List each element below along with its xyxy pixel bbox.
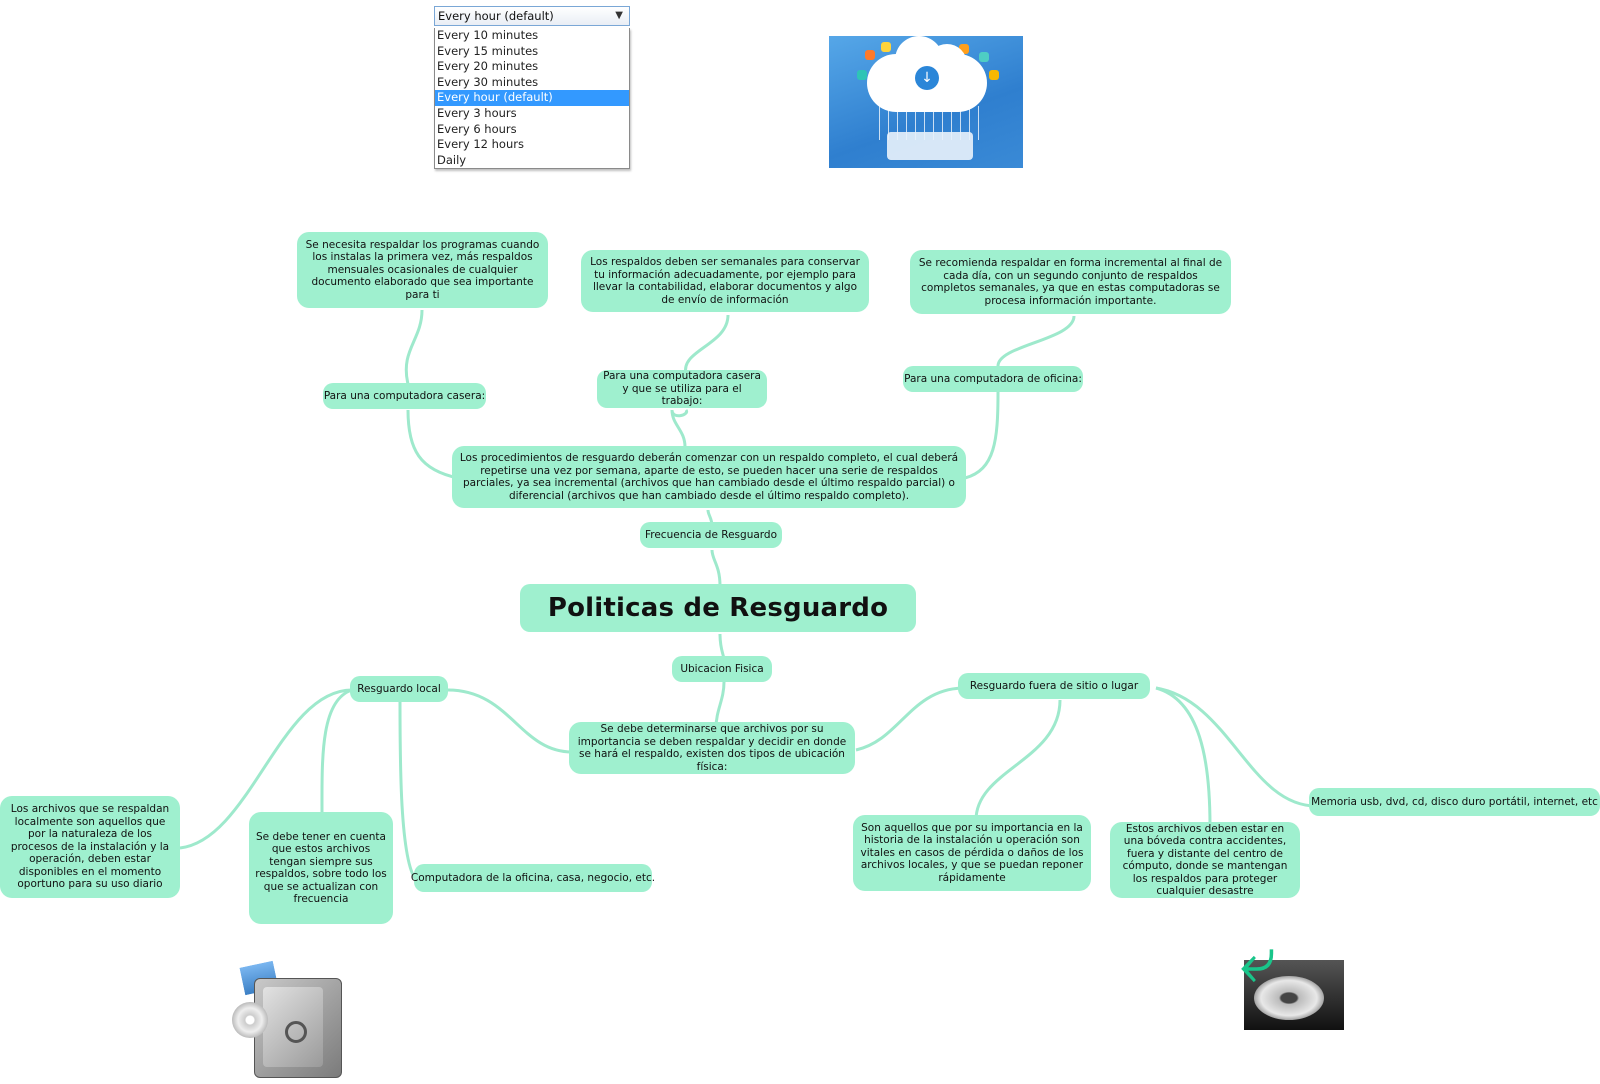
link-desc-local [447, 688, 573, 754]
oficina-label[interactable]: Para una computadora de oficina: [903, 366, 1083, 392]
option-every-10-minutes[interactable]: Every 10 minutes [437, 28, 539, 42]
frequency-selected-value: Every hour (default) [438, 9, 554, 23]
resguardo-fuera-text1[interactable]: Son aquellos que por su importancia en l… [853, 815, 1091, 891]
link-local-text3 [398, 699, 418, 881]
central-topic[interactable]: Politicas de Resguardo [520, 584, 916, 632]
frequency-select[interactable]: Every hour (default) ▼ [434, 6, 630, 26]
frequency-options-list: Every 10 minutes Every 15 minutes Every … [434, 28, 630, 170]
option-every-15-minutes[interactable]: Every 15 minutes [437, 43, 539, 58]
link-fuera-text3 [1155, 686, 1319, 808]
link-local-text1 [179, 688, 353, 850]
trabajo-text[interactable]: Los respaldos deben ser semanales para c… [581, 250, 869, 312]
link-central-frecuencia [710, 549, 722, 587]
option-every-hour[interactable]: Every hour (default) [435, 90, 629, 106]
frecuencia-description[interactable]: Los procedimientos de resguardo deberán … [452, 446, 966, 508]
casera-label[interactable]: Para una computadora casera: [323, 383, 486, 409]
resguardo-local-label[interactable]: Resguardo local [350, 676, 448, 702]
frequency-dropdown[interactable]: Every hour (default) ▼ Every 10 minutes … [434, 6, 630, 170]
ubicacion-label[interactable]: Ubicacion Fisica [672, 656, 772, 682]
trabajo-label-text: Para una computadora casera y que se uti… [603, 370, 761, 408]
resguardo-local-text1[interactable]: Los archivos que se respaldan localmente… [0, 796, 180, 898]
link-local-text2 [320, 688, 353, 817]
casera-text[interactable]: Se necesita respaldar los programas cuan… [297, 232, 548, 308]
devices-icon [887, 132, 973, 160]
oficina-text[interactable]: Se recomienda respaldar en forma increme… [910, 250, 1231, 314]
link-desc-oficina [964, 391, 1000, 480]
link-oficina-text [996, 315, 1076, 367]
option-every-12-hours[interactable]: Every 12 hours [437, 137, 524, 152]
link-casera-text [404, 309, 424, 385]
cloud-download-icon: ↓ [829, 36, 1023, 168]
download-icon: ↓ [915, 66, 939, 90]
safe-icon [232, 958, 342, 1080]
option-every-6-hours[interactable]: Every 6 hours [437, 121, 517, 136]
link-desc-trabajo [670, 409, 689, 448]
link-desc-fuera [855, 686, 963, 752]
link-desc-casera [406, 409, 459, 480]
cd-icon [232, 1002, 268, 1038]
restore-disc-icon: ⤶ [1240, 928, 1348, 1032]
option-every-20-minutes[interactable]: Every 20 minutes [437, 59, 539, 74]
undo-arrow-icon: ⤶ [1240, 923, 1276, 997]
link-fuera-text2 [1155, 686, 1212, 827]
trabajo-label[interactable]: Para una computadora casera y que se uti… [597, 370, 767, 408]
option-every-30-minutes[interactable]: Every 30 minutes [437, 74, 539, 89]
resguardo-local-text3[interactable]: Computadora de la oficina, casa, negocio… [411, 864, 655, 892]
resguardo-local-text2[interactable]: Se debe tener en cuenta que estos archiv… [249, 812, 393, 924]
chevron-down-icon[interactable]: ▼ [615, 10, 623, 21]
frecuencia-label[interactable]: Frecuencia de Resguardo [640, 522, 782, 548]
resguardo-fuera-label[interactable]: Resguardo fuera de sitio o lugar [958, 673, 1150, 699]
option-every-3-hours[interactable]: Every 3 hours [437, 105, 517, 120]
resguardo-fuera-text3[interactable]: Memoria usb, dvd, cd, disco duro portáti… [1309, 788, 1600, 816]
link-fuera-text1 [974, 699, 1062, 821]
resguardo-fuera-text2[interactable]: Estos archivos deben estar en una bóveda… [1110, 822, 1300, 898]
link-trabajo-text [684, 314, 730, 375]
ubicacion-description[interactable]: Se debe determinarse que archivos por su… [569, 722, 855, 774]
option-daily[interactable]: Daily [437, 152, 467, 167]
